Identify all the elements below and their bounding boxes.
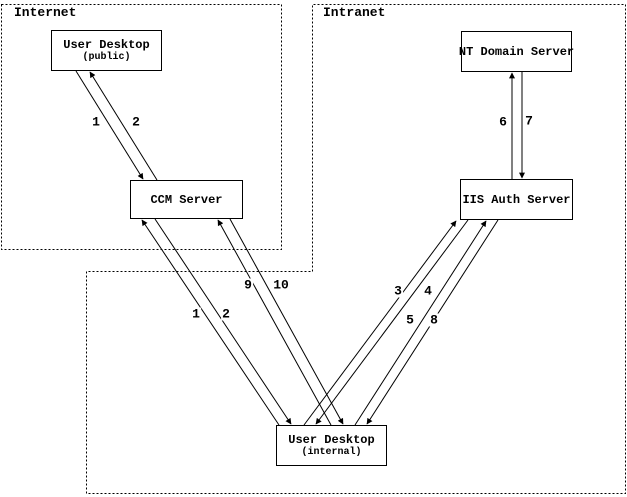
node-iis-auth-server: IIS Auth Server	[460, 179, 573, 220]
node-nt-domain-server-title: NT Domain Server	[458, 44, 575, 59]
arrow-step-5-internal-desktop-to-iis	[354, 220, 487, 426]
step-label-4: 4	[423, 283, 433, 299]
arrow-step-1-internal-desktop-to-ccm	[141, 219, 280, 426]
node-user-desktop-public: User Desktop (public)	[51, 30, 162, 71]
step-label-1-internal: 1	[191, 306, 201, 322]
intranet-region-label: Intranet	[321, 5, 388, 20]
arrow-step-10-ccm-to-internal-desktop	[229, 218, 344, 425]
step-label-2-public: 2	[131, 114, 141, 130]
node-iis-auth-server-title: IIS Auth Server	[462, 192, 571, 207]
step-label-5: 5	[405, 312, 415, 328]
node-user-desktop-public-title: User Desktop	[63, 38, 150, 52]
step-label-3: 3	[393, 283, 403, 299]
step-label-6: 6	[498, 114, 508, 130]
step-label-10: 10	[272, 277, 290, 293]
arrow-step-1-public-desktop-to-ccm	[75, 70, 144, 180]
step-label-7: 7	[524, 113, 534, 129]
node-user-desktop-internal: User Desktop (internal)	[276, 425, 387, 466]
arrow-step-4-iis-to-internal-desktop	[315, 219, 469, 425]
node-user-desktop-public-subtitle: (public)	[82, 52, 131, 63]
step-label-8: 8	[429, 312, 439, 328]
node-user-desktop-internal-title: User Desktop	[288, 433, 375, 447]
step-label-9: 9	[243, 277, 253, 293]
arrow-step-2-ccm-to-public-desktop	[89, 71, 158, 181]
arrow-step-3-internal-desktop-to-iis	[303, 220, 457, 426]
internet-region-label: Internet	[12, 5, 79, 20]
intranet-region-border	[86, 4, 626, 494]
node-ccm-server-title: CCM Server	[150, 192, 223, 207]
arrow-step-2-ccm-to-internal-desktop	[154, 218, 292, 425]
node-ccm-server: CCM Server	[130, 180, 243, 219]
node-user-desktop-internal-subtitle: (internal)	[301, 447, 362, 458]
step-label-1-public: 1	[91, 114, 101, 130]
step-label-2-internal: 2	[221, 306, 231, 322]
internet-region-border	[1, 4, 282, 250]
arrow-step-9-internal-desktop-to-ccm	[217, 219, 332, 426]
node-nt-domain-server: NT Domain Server	[458, 31, 575, 72]
